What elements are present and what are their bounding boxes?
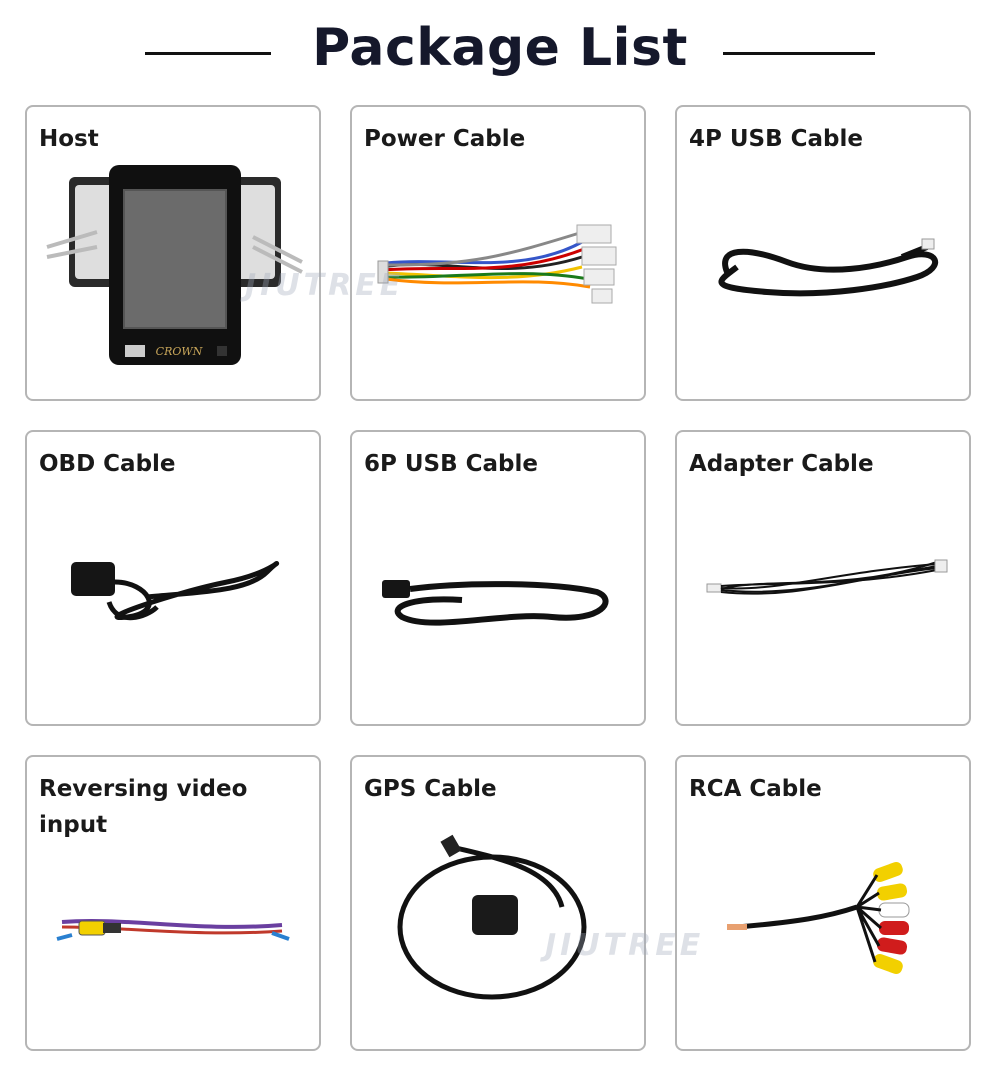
package-item-rca-cable: RCA Cable — [675, 755, 971, 1051]
item-label: Reversing video input — [39, 776, 248, 838]
power-harness-image — [377, 224, 617, 304]
title-rule-right — [723, 52, 875, 55]
obd-cable-image — [71, 561, 279, 621]
title-rule-left — [145, 52, 271, 55]
rca-cable-image — [727, 861, 910, 975]
item-label: RCA Cable — [689, 776, 822, 802]
page-header: Package List — [0, 0, 1000, 100]
package-item-obd-cable: OBD Cable — [25, 430, 321, 726]
item-label: 4P USB Cable — [689, 126, 863, 152]
item-label: GPS Cable — [364, 776, 497, 802]
item-label: Adapter Cable — [689, 451, 874, 477]
package-item-adapter-cable: Adapter Cable — [675, 430, 971, 726]
item-label: Power Cable — [364, 126, 526, 152]
brand-text: CROWN — [156, 345, 203, 358]
video-cable-image — [56, 918, 290, 941]
package-item-gps-cable: GPS Cable — [350, 755, 646, 1051]
adapter-cable-image — [706, 559, 948, 595]
car-head-unit-image: CROWN — [46, 165, 303, 365]
usb-cable-image — [382, 580, 609, 626]
watermark-text: JIUTREE — [545, 928, 705, 963]
package-item-power-cable: Power Cable — [350, 105, 646, 401]
package-item-host: CROWN Host — [25, 105, 321, 401]
usb-cable-image — [718, 238, 939, 297]
package-item-reversing-video-input: Reversing video input — [25, 755, 321, 1051]
package-item-6p-usb-cable: 6P USB Cable — [350, 430, 646, 726]
item-label: Host — [39, 126, 99, 152]
page-title: Package List — [312, 18, 688, 78]
watermark-text: JIUTREE — [245, 268, 405, 303]
item-label: OBD Cable — [39, 451, 176, 477]
gps-antenna-image — [397, 834, 587, 1000]
package-item-4p-usb-cable: 4P USB Cable — [675, 105, 971, 401]
item-label: 6P USB Cable — [364, 451, 538, 477]
